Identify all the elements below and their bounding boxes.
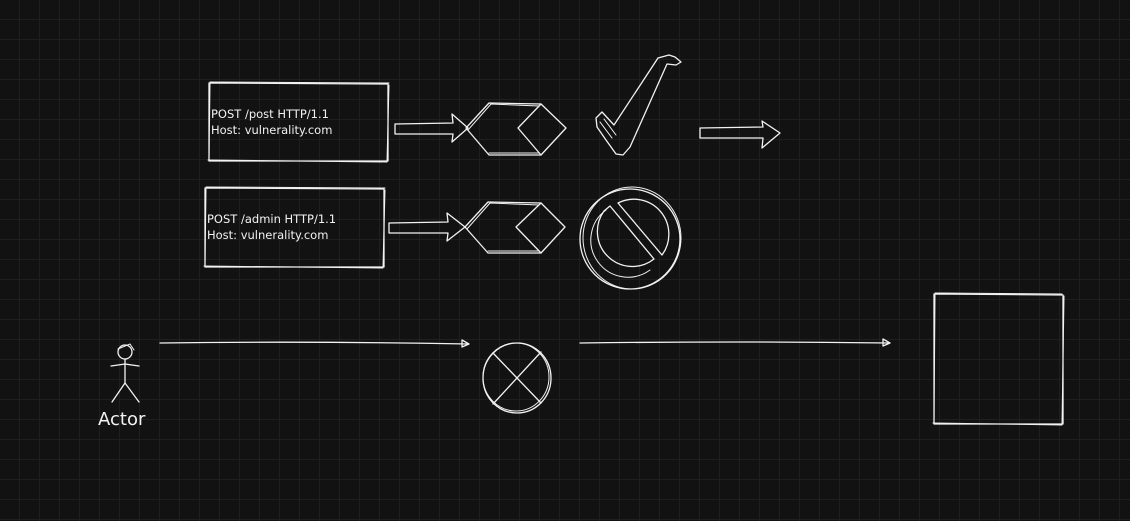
- stick-figure-icon: [110, 343, 140, 403]
- block-arrow-2: [388, 212, 466, 242]
- request-text-post: POST /post HTTP/1.1 Host: vulnerality.co…: [211, 106, 332, 138]
- request-box-post[interactable]: [207, 81, 390, 163]
- request-box-admin[interactable]: [203, 186, 386, 269]
- request-text-admin: POST /admin HTTP/1.1 Host: vulnerality.c…: [207, 211, 336, 243]
- request-host: Host: vulnerality.com: [211, 123, 333, 137]
- x-circle-icon: [482, 342, 552, 414]
- checkmark-icon: [595, 54, 682, 156]
- thin-arrow-filter-to-target: [579, 338, 891, 347]
- block-arrow-forward: [699, 120, 781, 149]
- thin-arrow-actor-to-filter: [159, 339, 470, 348]
- waf-diamond-icon: [464, 201, 566, 254]
- request-line: POST /admin HTTP/1.1: [207, 212, 337, 226]
- target-box[interactable]: [932, 292, 1065, 426]
- prohibited-icon: [579, 186, 682, 290]
- request-line: POST /post HTTP/1.1: [211, 107, 329, 121]
- request-host: Host: vulnerality.com: [207, 228, 329, 242]
- actor-label: Actor: [98, 409, 146, 430]
- block-arrow-1: [394, 113, 469, 143]
- waf-diamond-icon: [465, 102, 567, 156]
